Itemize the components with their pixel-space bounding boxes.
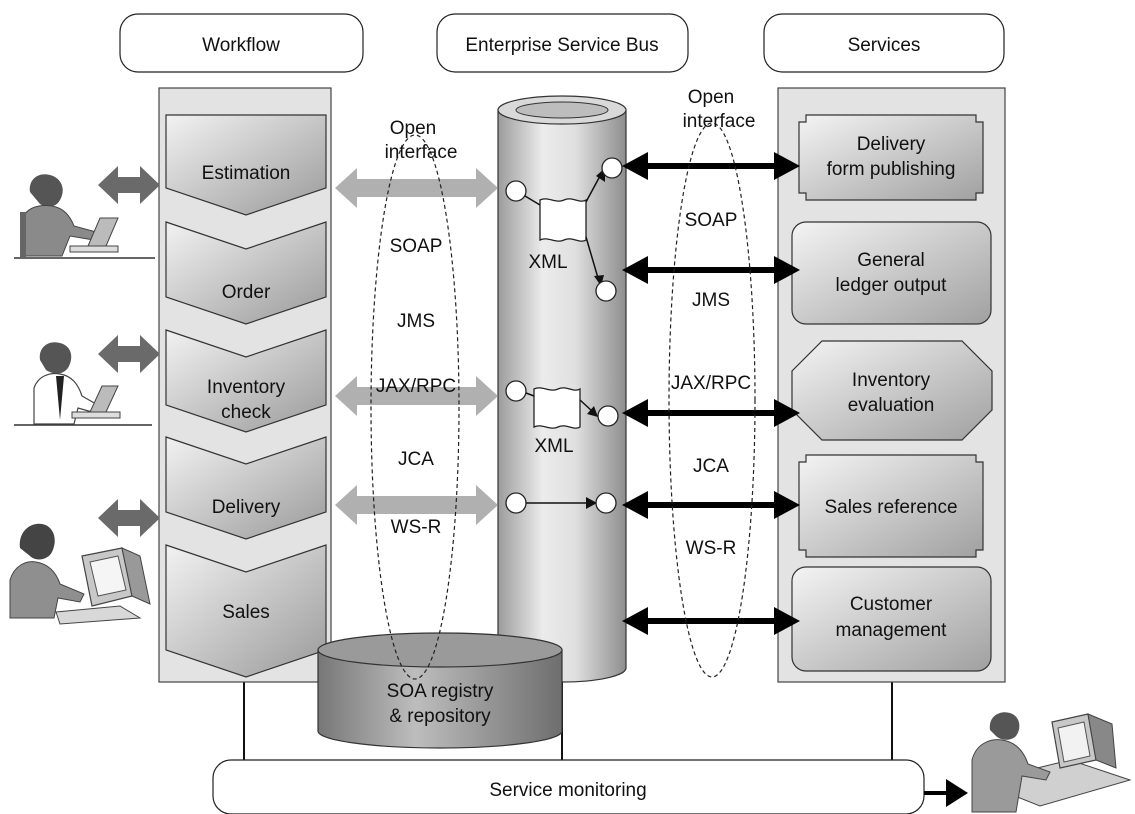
svg-text:Sales: Sales — [222, 602, 270, 623]
service-monitoring-label: Service monitoring — [489, 780, 646, 801]
svg-text:Inventory: Inventory — [207, 377, 286, 398]
svg-text:check: check — [221, 402, 271, 423]
service-delivery-form-publishing: Delivery form publishing — [798, 114, 984, 201]
esb-service-arrows — [622, 152, 800, 635]
workflow-step-inventory-check: Inventory check — [165, 329, 327, 433]
service-monitoring-bar: Service monitoring — [212, 759, 925, 814]
interface-right-jms: JMS — [692, 290, 730, 311]
workflow-step-order: Order — [165, 221, 327, 325]
workflow-step-sales: Sales — [165, 544, 327, 678]
monitoring-operator-icon — [971, 712, 1132, 813]
black-double-arrow — [622, 399, 800, 427]
gray-double-arrow — [335, 168, 498, 208]
interface-left-title1: Open — [390, 118, 436, 139]
registry-line1: SOA registry — [387, 681, 494, 702]
workflow-steps: Estimation Order Inventory check Deliver… — [165, 114, 327, 678]
svg-text:Delivery: Delivery — [857, 134, 926, 155]
svg-text:ledger output: ledger output — [836, 275, 948, 296]
header-esb-label: Enterprise Service Bus — [465, 35, 658, 56]
dark-double-arrow — [98, 335, 160, 373]
svg-text:Order: Order — [222, 282, 271, 303]
xml-label-2: XML — [534, 436, 573, 457]
soa-registry-cylinder: SOA registry & repository — [317, 632, 563, 749]
interface-right-title2: interface — [683, 111, 756, 132]
header-services-label: Services — [848, 35, 921, 56]
interface-right-wsr: WS-R — [686, 538, 737, 559]
interface-left-jca: JCA — [398, 449, 434, 470]
black-double-arrow — [622, 256, 800, 284]
workflow-esb-arrows — [335, 168, 498, 525]
registry-line2: & repository — [389, 706, 491, 727]
svg-text:form publishing: form publishing — [827, 159, 956, 180]
svg-text:Estimation: Estimation — [202, 163, 291, 184]
workflow-step-estimation: Estimation — [165, 114, 327, 216]
interface-left-soap: SOAP — [390, 236, 443, 257]
svg-text:management: management — [836, 620, 948, 641]
user-estimation-icon — [14, 174, 155, 259]
service-inventory-evaluation: Inventory evaluation — [791, 340, 993, 441]
black-double-arrow — [622, 607, 800, 635]
interface-left-wsr: WS-R — [391, 517, 442, 538]
dark-double-arrow — [98, 499, 160, 537]
interface-left-jaxrpc: JAX/RPC — [376, 376, 456, 397]
interface-left-title2: interface — [385, 142, 458, 163]
open-interface-right: Open interface SOAP JMS JAX/RPC JCA WS-R — [668, 87, 756, 678]
svg-text:Customer: Customer — [850, 594, 933, 615]
svg-text:Delivery: Delivery — [212, 497, 281, 518]
service-general-ledger-output: General ledger output — [791, 221, 992, 325]
user-workflow-arrows — [98, 166, 160, 537]
service-customer-management: Customer management — [791, 566, 992, 672]
svg-text:evaluation: evaluation — [848, 395, 935, 416]
xml-label-1: XML — [528, 252, 567, 273]
interface-left-jms: JMS — [397, 311, 435, 332]
svg-text:General: General — [857, 250, 925, 271]
user-inventory-icon — [14, 342, 152, 426]
interface-right-jca: JCA — [693, 456, 729, 477]
interface-right-jaxrpc: JAX/RPC — [671, 373, 751, 394]
black-double-arrow — [622, 152, 800, 180]
svg-text:Inventory: Inventory — [852, 370, 931, 391]
user-delivery-icon — [9, 523, 151, 625]
gray-double-arrow — [335, 485, 498, 525]
black-double-arrow — [622, 491, 800, 519]
service-boxes: Delivery form publishing General ledger … — [791, 114, 993, 672]
open-interface-left: Open interface SOAP JMS JAX/RPC JCA WS-R — [370, 118, 460, 680]
esb-routing: XML XML — [505, 157, 623, 514]
header-esb: Enterprise Service Bus — [436, 13, 689, 73]
svg-text:Sales reference: Sales reference — [824, 497, 957, 518]
header-workflow-label: Workflow — [202, 35, 280, 56]
gray-double-arrow — [335, 376, 498, 416]
dark-double-arrow — [98, 166, 160, 204]
interface-right-title1: Open — [688, 87, 734, 108]
header-services: Services — [763, 13, 1005, 73]
interface-right-soap: SOAP — [685, 210, 738, 231]
workflow-step-delivery: Delivery — [165, 436, 327, 540]
service-sales-reference: Sales reference — [798, 454, 984, 558]
monitoring-arrow — [924, 779, 968, 807]
header-workflow: Workflow — [119, 13, 364, 73]
